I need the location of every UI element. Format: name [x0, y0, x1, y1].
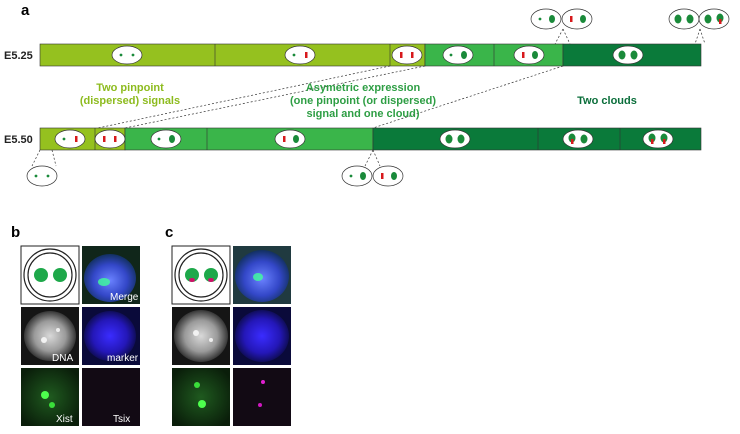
panel-b-schematic — [20, 245, 80, 305]
label-marker: marker — [107, 353, 139, 364]
e525-cell-5 — [513, 45, 545, 65]
category-asymmetric-line-2: (one pinpoint (or dispersed) — [289, 95, 437, 107]
e550-callout-left — [26, 165, 58, 187]
category-asymmetric-line-3: signal and one cloud) — [306, 108, 420, 120]
category-two-pinpoint: Two pinpoint (dispersed) signals — [55, 82, 205, 108]
e550-callout-middle — [341, 165, 404, 187]
e525-cell-6 — [612, 45, 644, 65]
panel-b-merge-image — [82, 246, 140, 304]
e550-cell-2 — [94, 129, 126, 149]
e550-cell-4 — [274, 129, 306, 149]
category-asymmetric: Asymetric expression (one pinpoint (or d… — [268, 82, 458, 121]
panel-c-merge-image — [233, 246, 291, 304]
label-merge: Merge — [110, 292, 139, 303]
panel-b-xist-image — [21, 368, 79, 426]
panel-c-marker-image — [233, 307, 291, 365]
panel-b-marker-image — [82, 307, 140, 365]
category-two-pinpoint-line-2: (dispersed) signals — [79, 95, 181, 107]
e525-callout-middle — [530, 8, 593, 30]
panel-c-xist-image — [172, 368, 230, 426]
label-xist: Xist — [56, 414, 73, 425]
category-asymmetric-line-1: Asymetric expression — [305, 82, 421, 94]
label-tsix: Tsix — [113, 414, 131, 425]
label-dna: DNA — [52, 353, 74, 364]
e525-segment-light — [39, 43, 426, 67]
e550-bar — [39, 127, 702, 151]
panel-c-dna-image — [172, 307, 230, 365]
e550-cell-3 — [150, 129, 182, 149]
e525-callout-right — [668, 8, 730, 30]
panel-label-a: a — [21, 2, 30, 19]
stage-label-e525: E5.25 — [4, 50, 33, 62]
category-two-clouds: Two clouds — [552, 95, 662, 108]
panel-b-dna-image — [21, 307, 79, 365]
panel-label-c: c — [165, 224, 174, 241]
category-two-pinpoint-line-1: Two pinpoint — [96, 82, 164, 94]
e550-cell-5 — [439, 129, 471, 149]
panel-b-tsix-image — [82, 368, 140, 426]
stage-label-e550: E5.50 — [4, 134, 33, 146]
e550-cell-6 — [562, 129, 594, 149]
e550-cell-1 — [54, 129, 86, 149]
e525-cell-2 — [284, 45, 316, 65]
panel-label-b: b — [11, 224, 21, 241]
e550-cell-7 — [642, 129, 674, 149]
panel-c-schematic — [171, 245, 231, 305]
e525-cell-1 — [111, 45, 143, 65]
e525-cell-4 — [442, 45, 474, 65]
category-two-clouds-line-1: Two clouds — [577, 95, 637, 107]
panel-c-tsix-image — [233, 368, 291, 426]
e525-cell-3 — [391, 45, 423, 65]
